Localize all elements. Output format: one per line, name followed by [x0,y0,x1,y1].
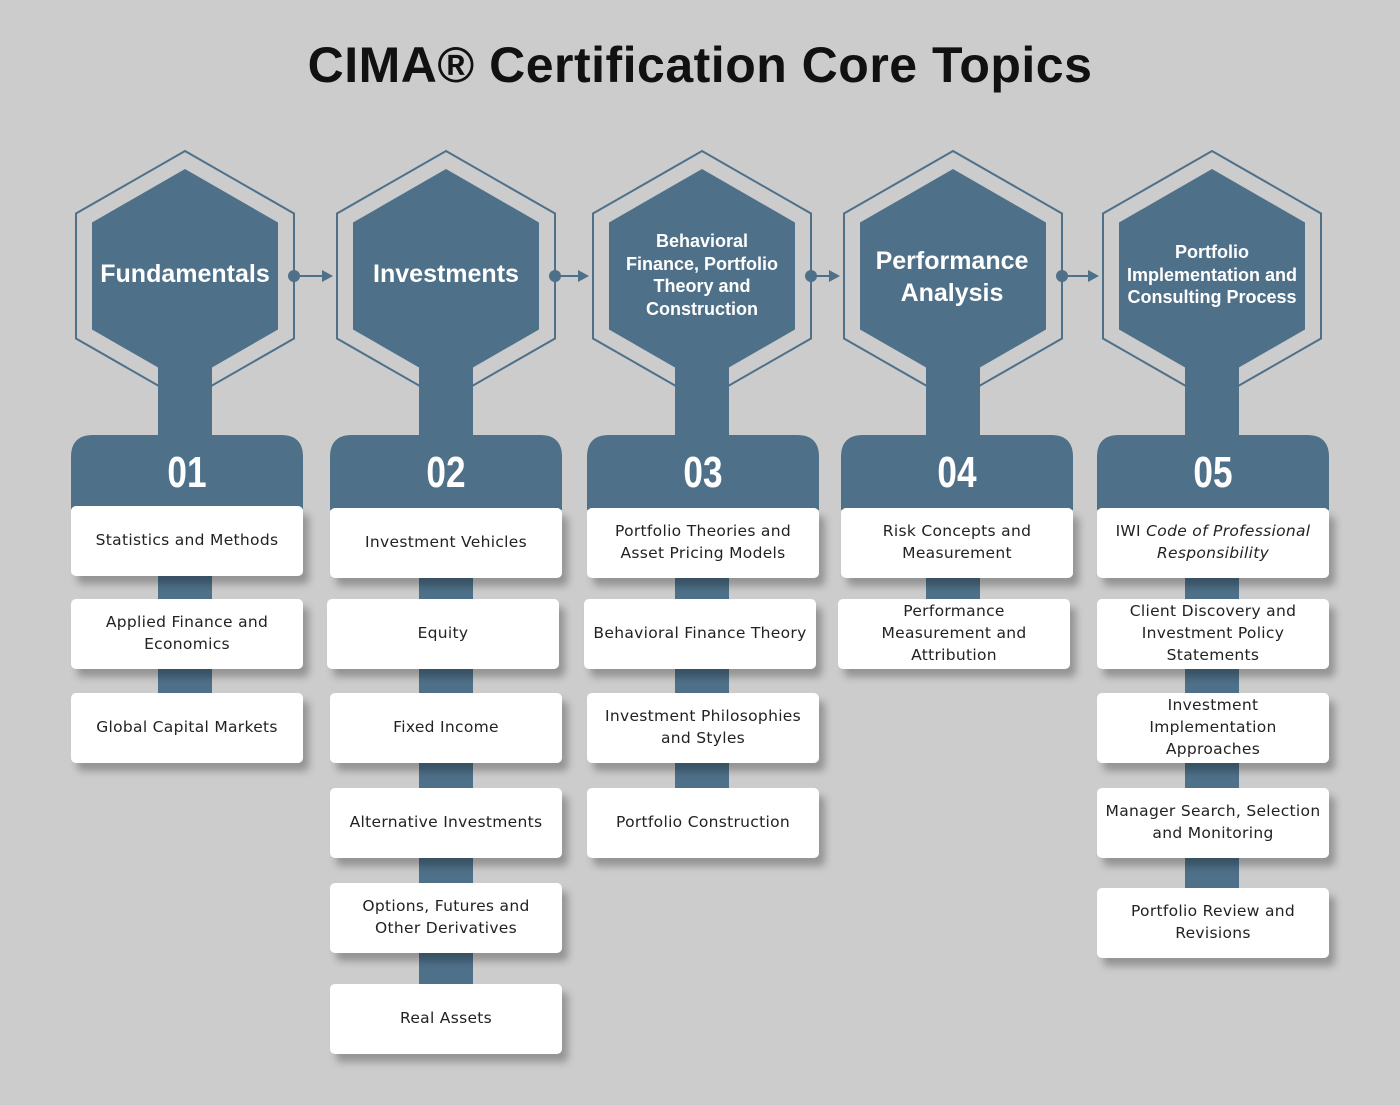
topic-card: Risk Concepts and Measurement [841,508,1073,578]
arrow-head-icon [829,270,840,282]
hexagon-outline [1102,149,1322,403]
number-header [841,435,1073,510]
topic-card: Investment Vehicles [330,508,562,578]
topic-card-prefix: IWI [1115,522,1141,541]
hex-heading-portfolio-implementation: Portfolio Implementation and Consulting … [1127,242,1298,308]
topic-card: Portfolio Review and Revisions [1097,888,1329,958]
topic-card: Real Assets [330,984,562,1054]
topic-card: Statistics and Methods [71,506,303,576]
topic-card: Applied Finance and Economics [71,599,303,669]
topic-card: Global Capital Markets [71,693,303,763]
hexagon-outline [843,149,1063,403]
hex-heading-investments: Investments [373,260,519,289]
hex-heading-performance-analysis: Performance Analysis [875,247,1029,307]
topic-card: Manager Search, Selection and Monitoring [1097,788,1329,858]
hexagon [92,169,278,383]
number-header [71,435,303,510]
page-title: CIMA® Certification Core Topics [307,37,1093,93]
topic-card: Portfolio Construction [587,788,819,858]
number-header [330,435,562,510]
column-number-04: 04 [937,448,977,497]
topic-card: Investment Implementation Approaches [1097,693,1329,763]
hexagon [609,169,795,383]
hexagon-outline [336,149,556,403]
column-number-03: 03 [683,448,723,497]
hexagon-outline [592,149,812,403]
hexagon-outline [75,149,295,403]
number-header [587,435,819,510]
topic-card: Client Discovery and Investment Policy S… [1097,599,1329,669]
topic-card: Fixed Income [330,693,562,763]
topic-card: Equity [327,599,559,669]
column-number-02: 02 [426,448,466,497]
hexagon [860,169,1046,383]
column-number-05: 05 [1193,448,1233,497]
topic-card: Portfolio Theories and Asset Pricing Mod… [587,508,819,578]
arrow-head-icon [322,270,333,282]
topic-card-iwi-code: IWI Code of Professional Responsibility [1097,508,1329,578]
topic-card: Performance Measurement and Attribution [838,599,1070,669]
hex-heading-fundamentals: Fundamentals [100,260,270,289]
topic-card: Options, Futures and Other Derivatives [330,883,562,953]
topic-card: Alternative Investments [330,788,562,858]
topic-card: Behavioral Finance Theory [584,599,816,669]
arrow-head-icon [578,270,589,282]
arrow-head-icon [1088,270,1099,282]
number-header [1097,435,1329,510]
column-number-01: 01 [167,448,207,497]
hex-heading-behavioral-finance: Behavioral Finance, Portfolio Theory and… [625,231,778,319]
topic-card: Investment Philosophies and Styles [587,693,819,763]
hexagon [353,169,539,383]
hexagon [1119,169,1305,383]
topic-card-italic: Code of Professional Responsibility [1146,522,1311,562]
